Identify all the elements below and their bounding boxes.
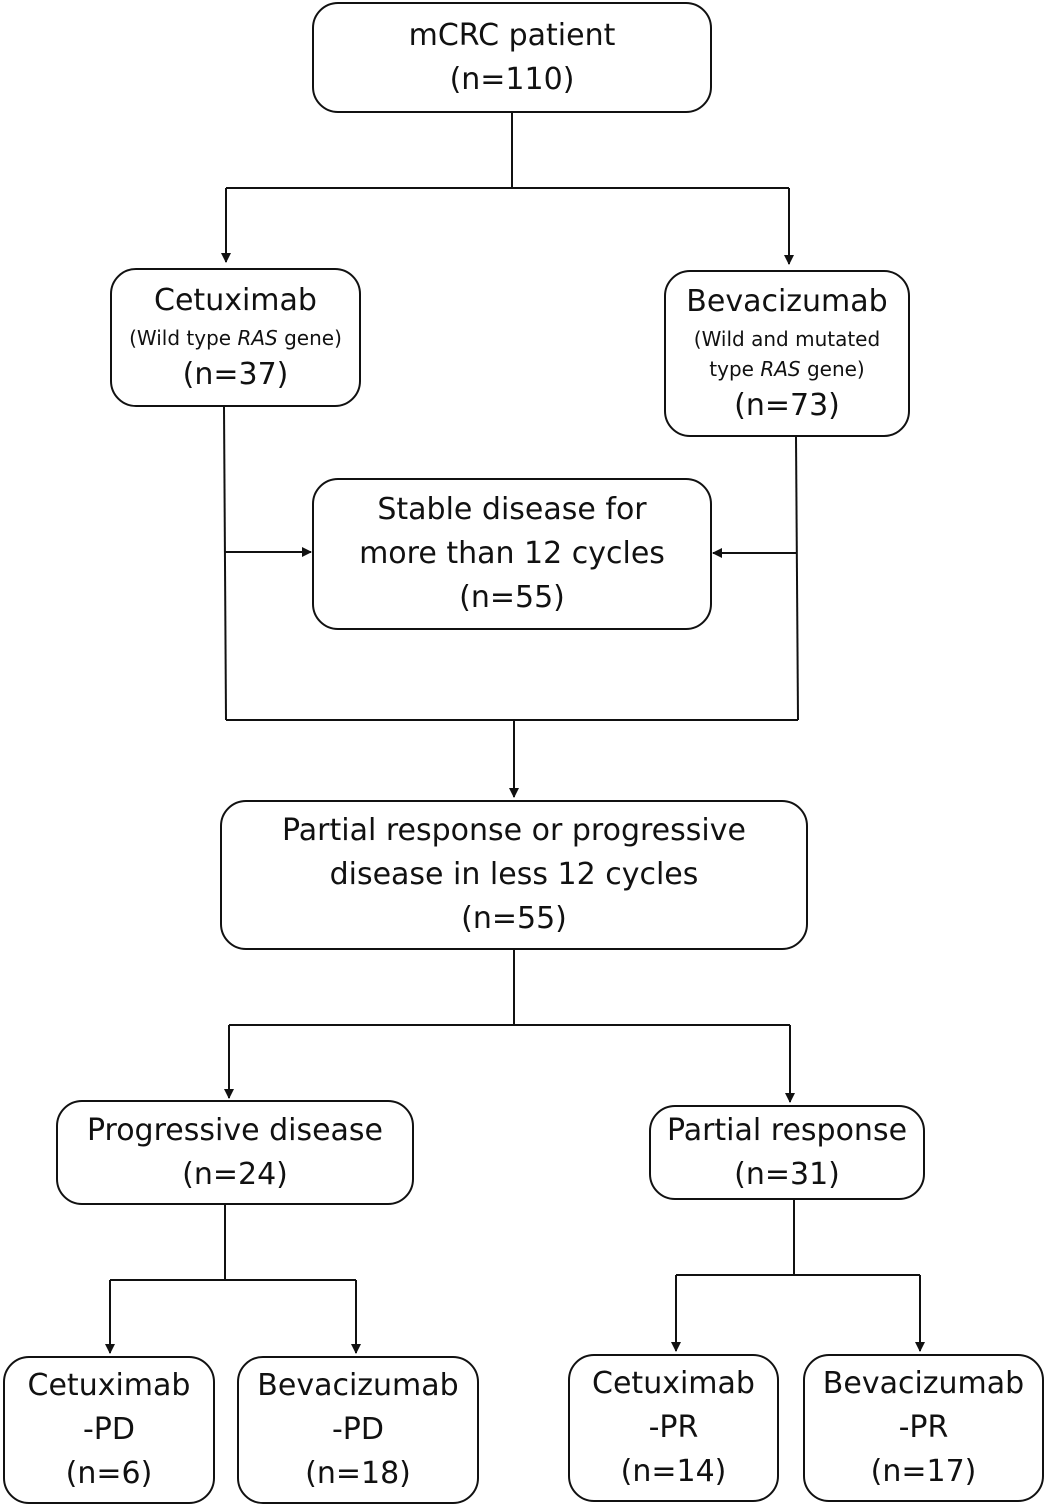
node-note: (Wild type RAS gene) <box>129 323 342 353</box>
note-text: type <box>709 356 761 381</box>
connector-cetuximab-rail <box>223 406 227 721</box>
node-cetuximab-pd: Cetuximab -PD (n=6) <box>3 1356 215 1504</box>
node-partial-or-progressive: Partial response or progressive disease … <box>220 800 808 950</box>
node-count: (n=31) <box>734 1156 840 1192</box>
node-title: Progressive disease <box>86 1112 384 1148</box>
node-line1: Partial response or progressive <box>282 813 746 848</box>
note-text: gene) <box>277 325 342 350</box>
note-text: gene) <box>800 356 865 381</box>
node-count: (n=73) <box>734 387 840 423</box>
node-title: Cetuximab <box>154 282 317 318</box>
node-line1: Stable disease for <box>377 492 647 527</box>
node-cetuximab: Cetuximab (Wild type RAS gene) (n=37) <box>110 268 361 407</box>
node-bevacizumab: Bevacizumab (Wild and mutated type RAS g… <box>664 270 910 437</box>
node-line2: disease in less 12 cycles <box>329 857 699 892</box>
node-title: Cetuximab <box>27 1368 191 1403</box>
node-title: Cetuximab <box>592 1366 755 1401</box>
node-title: mCRC patient <box>408 17 616 53</box>
node-count: (n=18) <box>305 1456 411 1491</box>
node-suffix: -PD <box>82 1412 136 1447</box>
node-suffix: -PR <box>648 1410 699 1445</box>
node-title: Bevacizumab <box>822 1366 1025 1401</box>
node-count: (n=17) <box>870 1454 977 1489</box>
node-count: (n=14) <box>620 1454 727 1489</box>
node-note-line2: type RAS gene) <box>709 354 864 384</box>
node-title: Bevacizumab <box>257 1368 459 1403</box>
note-text: (Wild type <box>129 325 238 350</box>
node-count: (n=55) <box>459 580 565 615</box>
note-gene: RAS <box>237 325 278 350</box>
node-partial-response: Partial response (n=31) <box>649 1105 925 1200</box>
node-bevacizumab-pr: Bevacizumab -PR (n=17) <box>803 1354 1044 1502</box>
connector-bevacizumab-rail <box>795 436 799 721</box>
node-bevacizumab-pd: Bevacizumab -PD (n=18) <box>237 1356 479 1504</box>
node-progressive-disease: Progressive disease (n=24) <box>56 1100 414 1205</box>
node-title: Partial response <box>666 1112 908 1148</box>
node-suffix: -PD <box>331 1412 385 1447</box>
node-stable-disease: Stable disease for more than 12 cycles (… <box>312 478 712 630</box>
node-count: (n=37) <box>182 356 289 392</box>
node-count: (n=110) <box>449 61 575 97</box>
node-count: (n=24) <box>182 1156 288 1192</box>
node-cetuximab-pr: Cetuximab -PR (n=14) <box>568 1354 779 1502</box>
node-count: (n=55) <box>461 901 567 936</box>
node-suffix: -PR <box>898 1410 949 1445</box>
node-title: Bevacizumab <box>686 283 888 319</box>
node-line2: more than 12 cycles <box>359 536 665 571</box>
node-count: (n=6) <box>65 1456 153 1491</box>
node-mcrc-patient: mCRC patient (n=110) <box>312 2 712 113</box>
note-gene: RAS <box>760 356 801 381</box>
node-note-line1: (Wild and mutated <box>693 326 881 351</box>
